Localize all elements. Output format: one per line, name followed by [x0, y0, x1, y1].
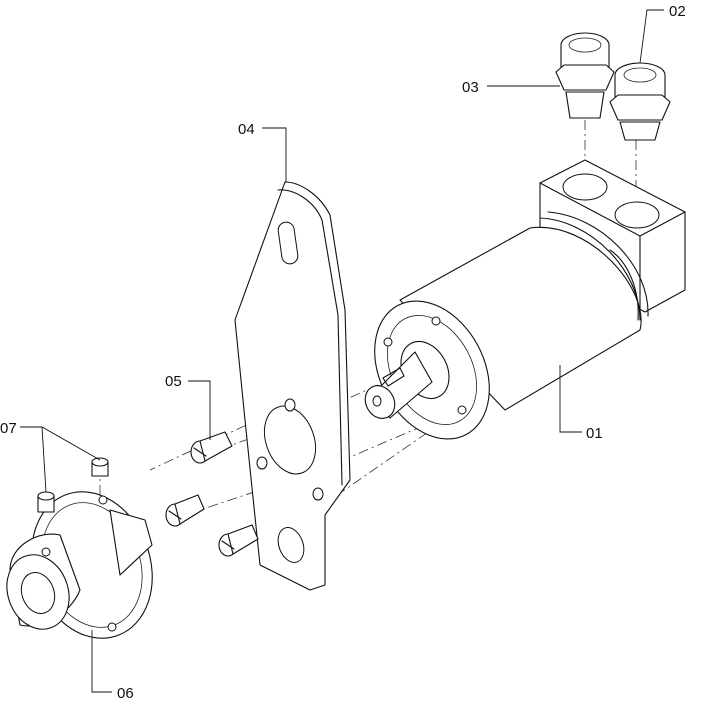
screw-05-c	[218, 524, 259, 557]
callout-07: 07	[0, 420, 17, 437]
callout-01: 01	[586, 425, 603, 442]
fitting-02	[609, 62, 671, 141]
set-screw-07-b	[37, 491, 55, 513]
leader-lines	[20, 9, 664, 693]
fitting-03	[555, 32, 615, 119]
callout-04: 04	[238, 121, 255, 138]
screw-05-a	[190, 431, 233, 464]
mounting-bracket	[234, 181, 351, 591]
set-screw-07-a	[91, 457, 109, 477]
callout-05: 05	[165, 373, 182, 390]
callout-03: 03	[462, 79, 479, 96]
callout-02: 02	[669, 3, 686, 20]
hydraulic-motor	[364, 159, 686, 440]
callout-06: 06	[117, 685, 134, 702]
coupling-hub	[6, 491, 153, 639]
screw-05-b	[165, 494, 205, 527]
